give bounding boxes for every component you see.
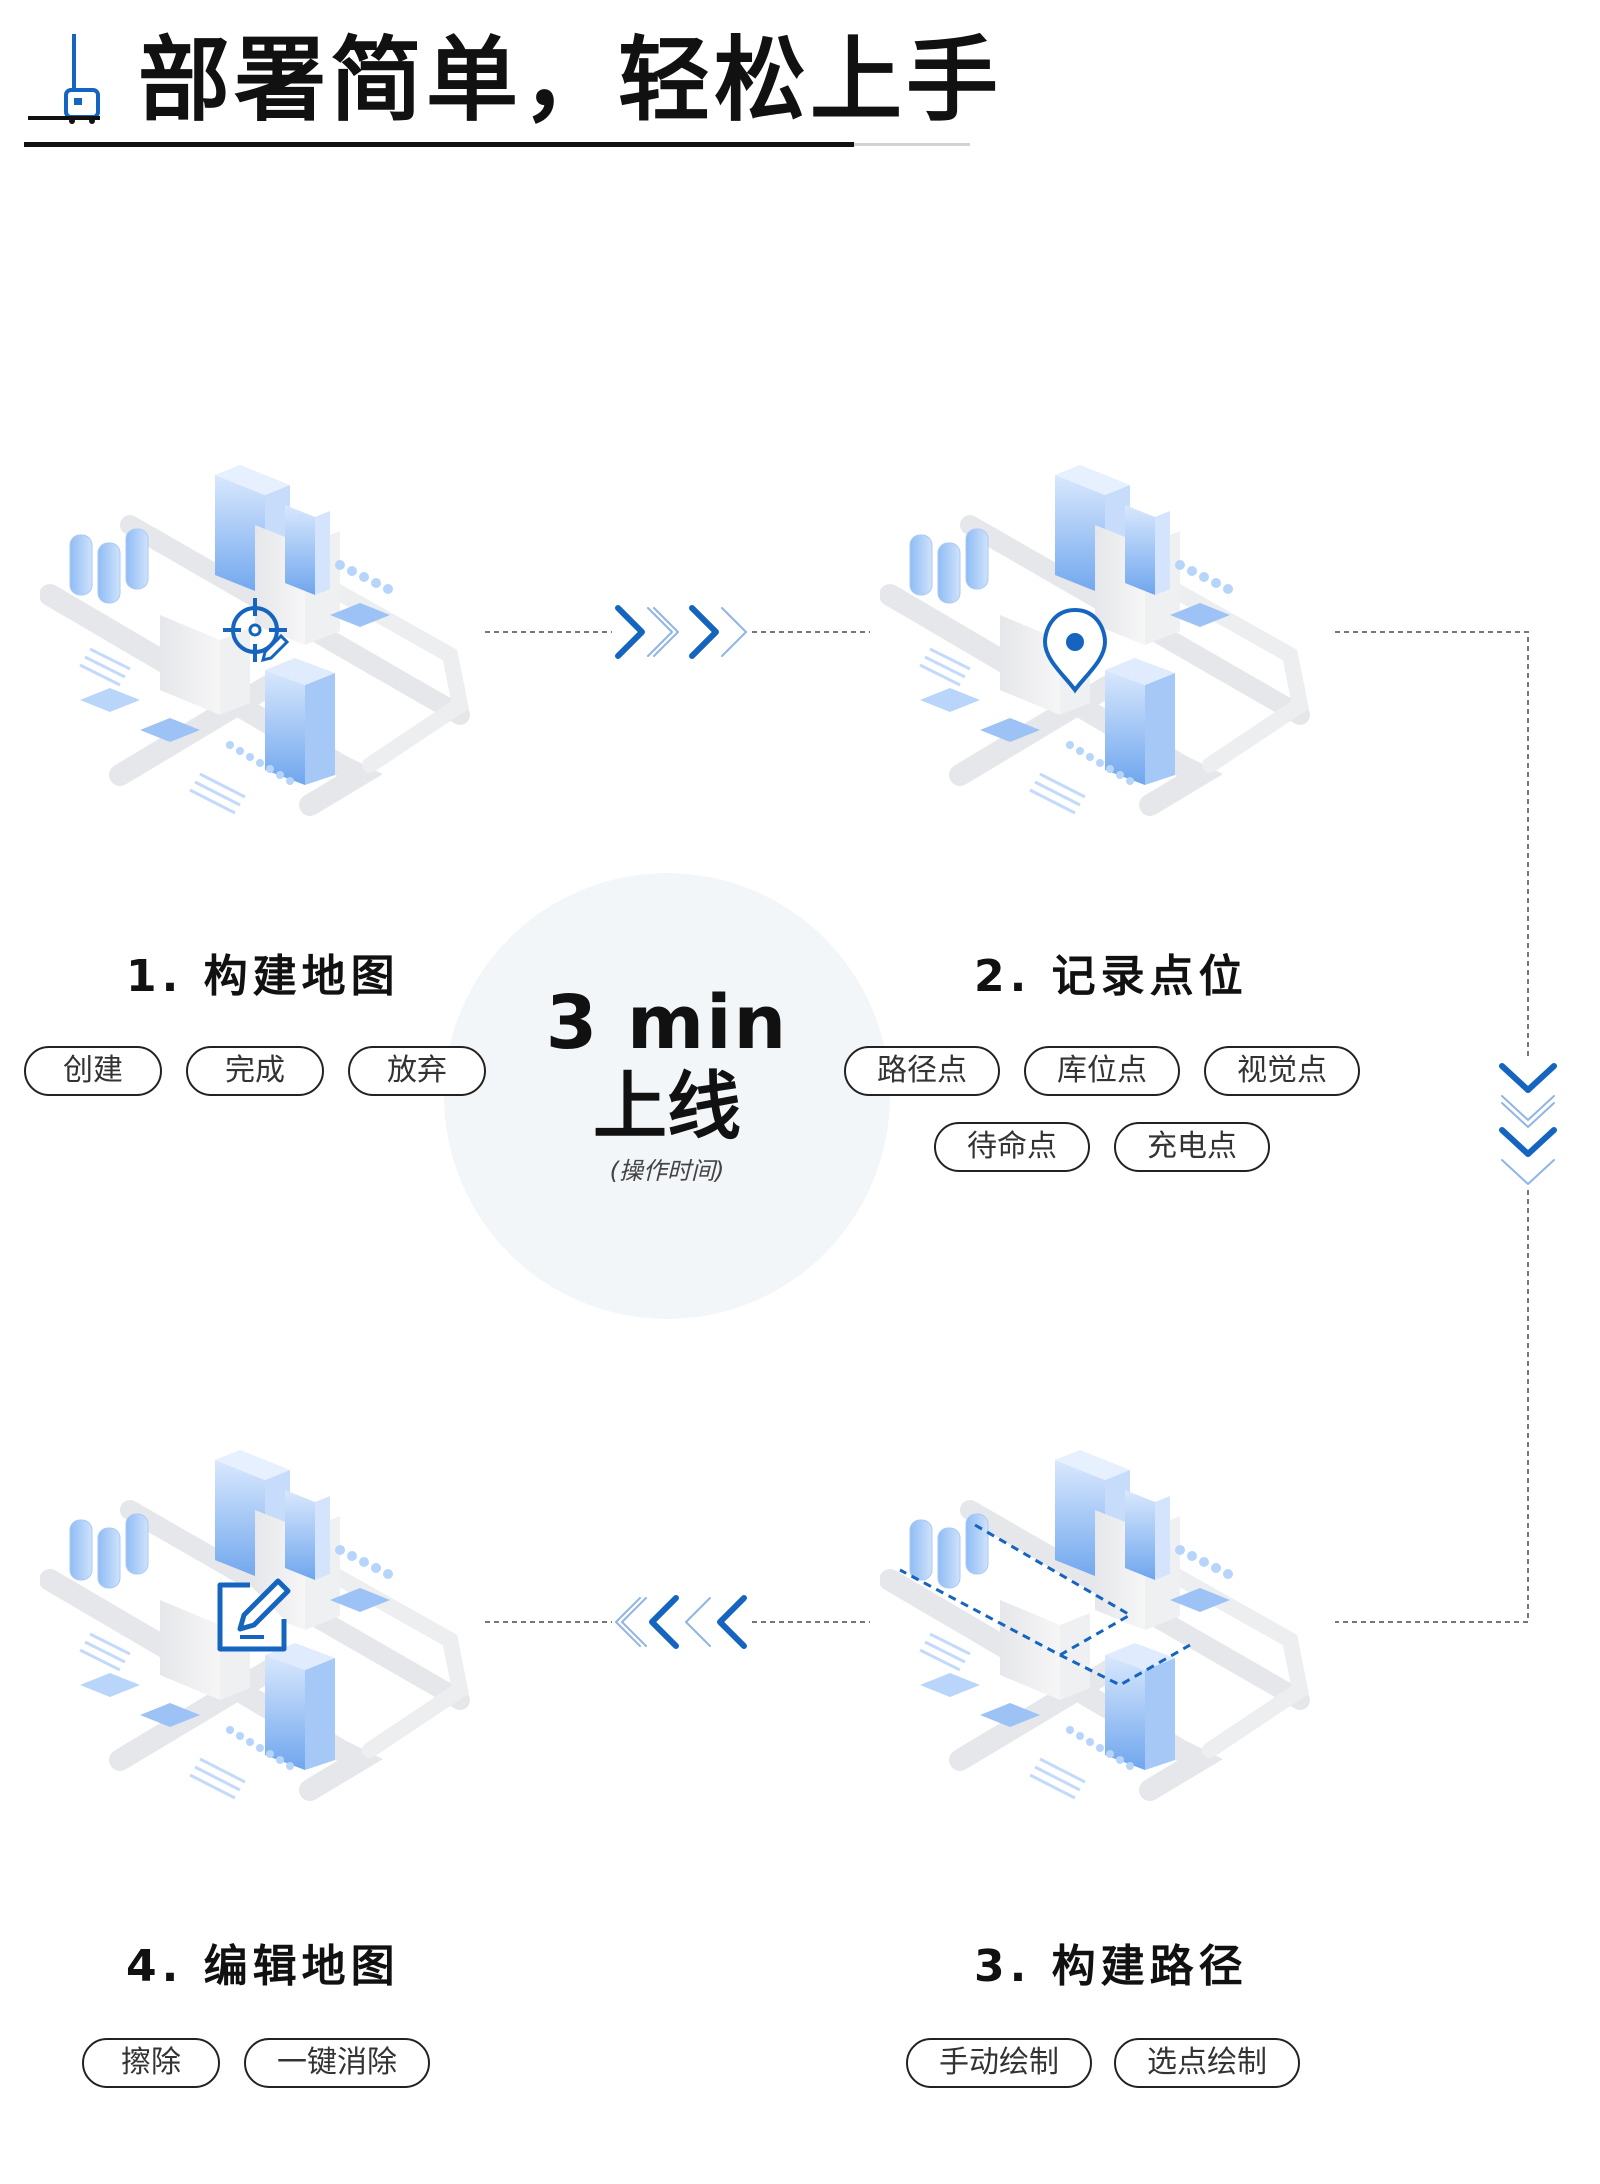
- dashed-route-icon: [899, 1523, 1191, 1687]
- tag-point-draw-button[interactable]: 选点绘制: [1114, 2038, 1300, 2088]
- tag-storage-point-button[interactable]: 库位点: [1024, 1046, 1180, 1096]
- page-title: 部署简单，轻松上手: [138, 27, 1003, 134]
- chevron-left-icon: [615, 1595, 747, 1649]
- setup-time-label: 上线: [593, 1064, 741, 1150]
- step-4-title: 4. 编辑地图: [126, 1941, 400, 1992]
- edit-square-icon: [217, 1578, 291, 1652]
- target-edit-icon: [223, 598, 290, 663]
- title-underline-extension: [854, 143, 970, 146]
- city-illustration-step-2: [880, 445, 1320, 875]
- title-underline: [24, 142, 854, 147]
- tag-path-point-button[interactable]: 路径点: [844, 1046, 1000, 1096]
- tag-erase-button[interactable]: 擦除: [82, 2038, 220, 2088]
- setup-time-value: 3 min: [545, 980, 789, 1066]
- tag-charging-point-button[interactable]: 充电点: [1114, 1122, 1270, 1172]
- tag-clear-all-button[interactable]: 一键消除: [244, 2038, 430, 2088]
- tag-standby-point-button[interactable]: 待命点: [934, 1122, 1090, 1172]
- city-illustration-step-3: [880, 1430, 1320, 1860]
- chevron-down-icon: [1499, 1063, 1557, 1185]
- chevron-right-icon: [615, 605, 747, 659]
- tag-abandon-button[interactable]: 放弃: [348, 1046, 486, 1096]
- setup-time-note: (操作时间): [609, 1157, 725, 1185]
- map-pin-icon: [1042, 607, 1108, 694]
- step-2-title: 2. 记录点位: [974, 951, 1248, 1002]
- tag-vision-point-button[interactable]: 视觉点: [1204, 1046, 1360, 1096]
- tag-manual-draw-button[interactable]: 手动绘制: [906, 2038, 1092, 2088]
- city-illustration-step-1: [40, 445, 480, 875]
- center-circle: [444, 873, 890, 1319]
- tag-create-button[interactable]: 创建: [24, 1046, 162, 1096]
- city-illustration-step-4: [40, 1430, 480, 1860]
- robot-forklift-icon: [24, 30, 104, 125]
- step-1-title: 1. 构建地图: [126, 951, 400, 1002]
- tag-finish-button[interactable]: 完成: [186, 1046, 324, 1096]
- step-3-title: 3. 构建路径: [974, 1941, 1248, 1992]
